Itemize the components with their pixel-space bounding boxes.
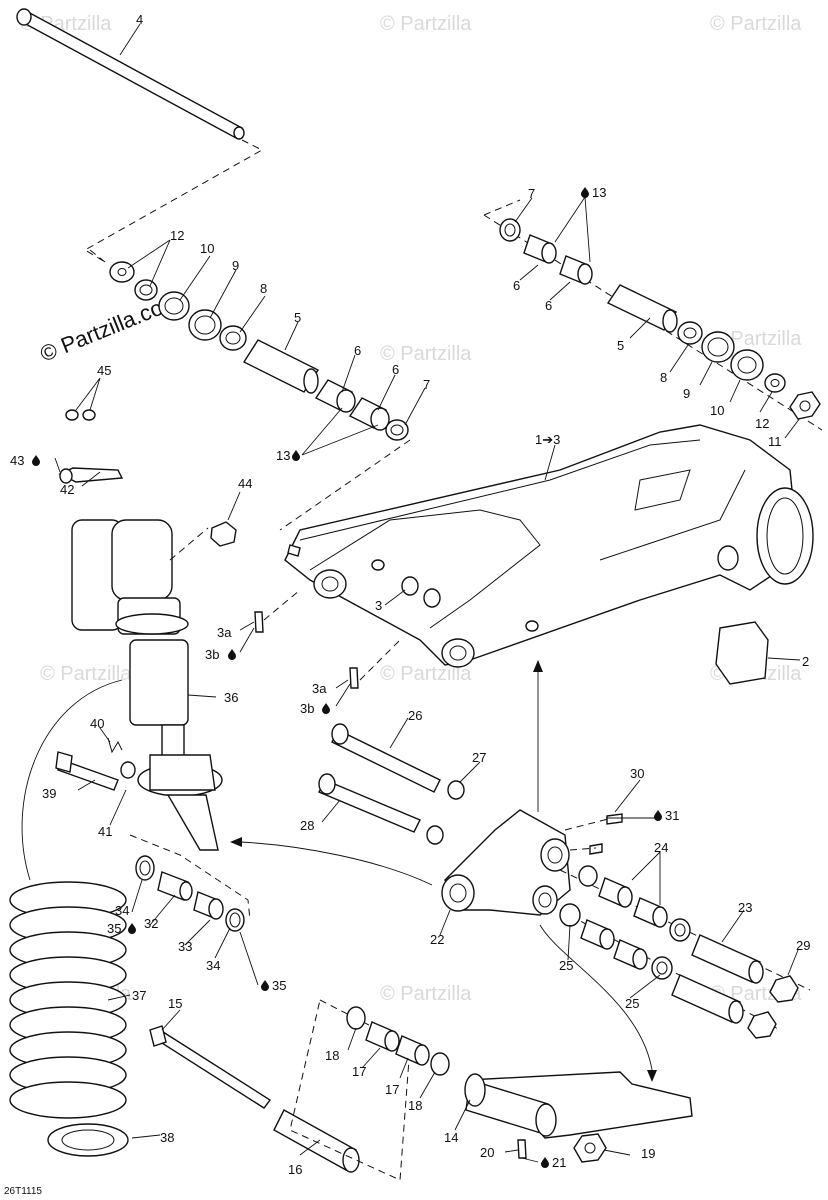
drawing-code: 26T1115 [4,1186,42,1197]
callout-36: 36 [224,690,238,705]
shock-lower-bushings [129,834,251,932]
watermark: © Partzilla [380,983,472,1005]
callout-4: 4 [136,12,143,27]
watermark: © Partzilla [380,13,472,35]
callout-21: 21 [552,1155,566,1170]
callout-28: 28 [300,818,314,833]
callout-12: 12 [755,416,769,431]
callout-33: 33 [178,939,192,954]
left-pivot-stack [89,249,411,531]
watermark: © Partzilla [40,663,132,685]
callout-19: 19 [641,1146,655,1161]
leader-lines [54,23,801,1163]
callout-24: 24 [654,840,668,855]
callout-35: 35 [107,921,121,936]
callout-26: 26 [408,708,422,723]
callout-38: 38 [160,1130,174,1145]
callout-10: 10 [710,403,724,418]
callout-6: 6 [392,362,399,377]
callout-41: 41 [98,824,112,839]
callout-20: 20 [480,1145,494,1160]
callout-9: 9 [683,386,690,401]
part-14-connecting-link [149,999,693,1181]
oil-drop-icon [228,649,236,660]
callout-3a: 3a [312,681,327,696]
callout-7: 7 [423,377,430,392]
watermark: © Partzilla [710,13,802,35]
callout-6: 6 [545,298,552,313]
callout-2: 2 [802,654,809,669]
callout-29: 29 [796,938,810,953]
oil-drop-icon [541,1157,549,1168]
callout-17: 17 [352,1064,366,1079]
callout-27: 27 [472,750,486,765]
oil-drop-icon [261,980,269,991]
callout-3: 3 [375,598,382,613]
callout-6: 6 [513,278,520,293]
oil-drop-icon [32,455,40,466]
callout-32: 32 [144,916,158,931]
part-36-shock-absorber [58,409,237,851]
oil-drop-icon [292,450,300,461]
part-4-axle [16,8,264,263]
callout-30: 30 [630,766,644,781]
callout-18: 18 [408,1098,422,1113]
callout-6: 6 [354,343,361,358]
oil-drop-icon [581,187,589,198]
rocker-bearing-stack [559,865,811,1039]
callout-18: 18 [325,1048,339,1063]
callout-labels: 4 12 10 9 8 5 6 6 7 13 7 13 6 6 5 8 9 10… [10,12,810,1177]
callout-1-to-3: 1➔3 [535,432,560,447]
callout-13: 13 [592,185,606,200]
callout-7: 7 [528,186,535,201]
callout-3b: 3b [205,647,219,662]
linkage-bolts [318,723,465,845]
oil-drop-icon [322,703,330,714]
callout-10: 10 [200,241,214,256]
part-22-rocker [441,809,623,916]
part-1-swing-arm [284,424,814,668]
right-pivot-stack [483,199,823,431]
callout-25: 25 [559,958,573,973]
callout-43: 43 [10,453,24,468]
callout-25: 25 [625,996,639,1011]
callout-3b: 3b [300,701,314,716]
swing-arm-small-parts [254,576,769,689]
oil-drop-icon [128,923,136,934]
callout-23: 23 [738,900,752,915]
watermark: © Partzilla [380,343,472,365]
callout-5: 5 [294,310,301,325]
callout-15: 15 [168,996,182,1011]
callout-12: 12 [170,228,184,243]
callout-42: 42 [60,482,74,497]
callout-14: 14 [444,1130,458,1145]
callout-5: 5 [617,338,624,353]
callout-17: 17 [385,1082,399,1097]
part-39-bolt [55,737,136,791]
callout-3a: 3a [217,625,232,640]
callout-8: 8 [260,281,267,296]
callout-13: 13 [276,448,290,463]
callout-34: 34 [206,958,220,973]
callout-9: 9 [232,258,239,273]
assembly-arrows [230,660,657,1082]
callout-39: 39 [42,786,56,801]
callout-22: 22 [430,932,444,947]
callout-31: 31 [665,808,679,823]
callout-16: 16 [288,1162,302,1177]
callout-37: 37 [132,988,146,1003]
callout-45: 45 [97,363,111,378]
watermark: © Partzilla [380,663,472,685]
callout-34: 34 [115,903,129,918]
callout-11: 11 [768,434,782,449]
callout-8: 8 [660,370,667,385]
oil-drop-icon [654,810,662,821]
callout-40: 40 [90,716,104,731]
callout-44: 44 [238,476,252,491]
part-37-spring [9,679,129,1157]
callout-35: 35 [272,978,286,993]
